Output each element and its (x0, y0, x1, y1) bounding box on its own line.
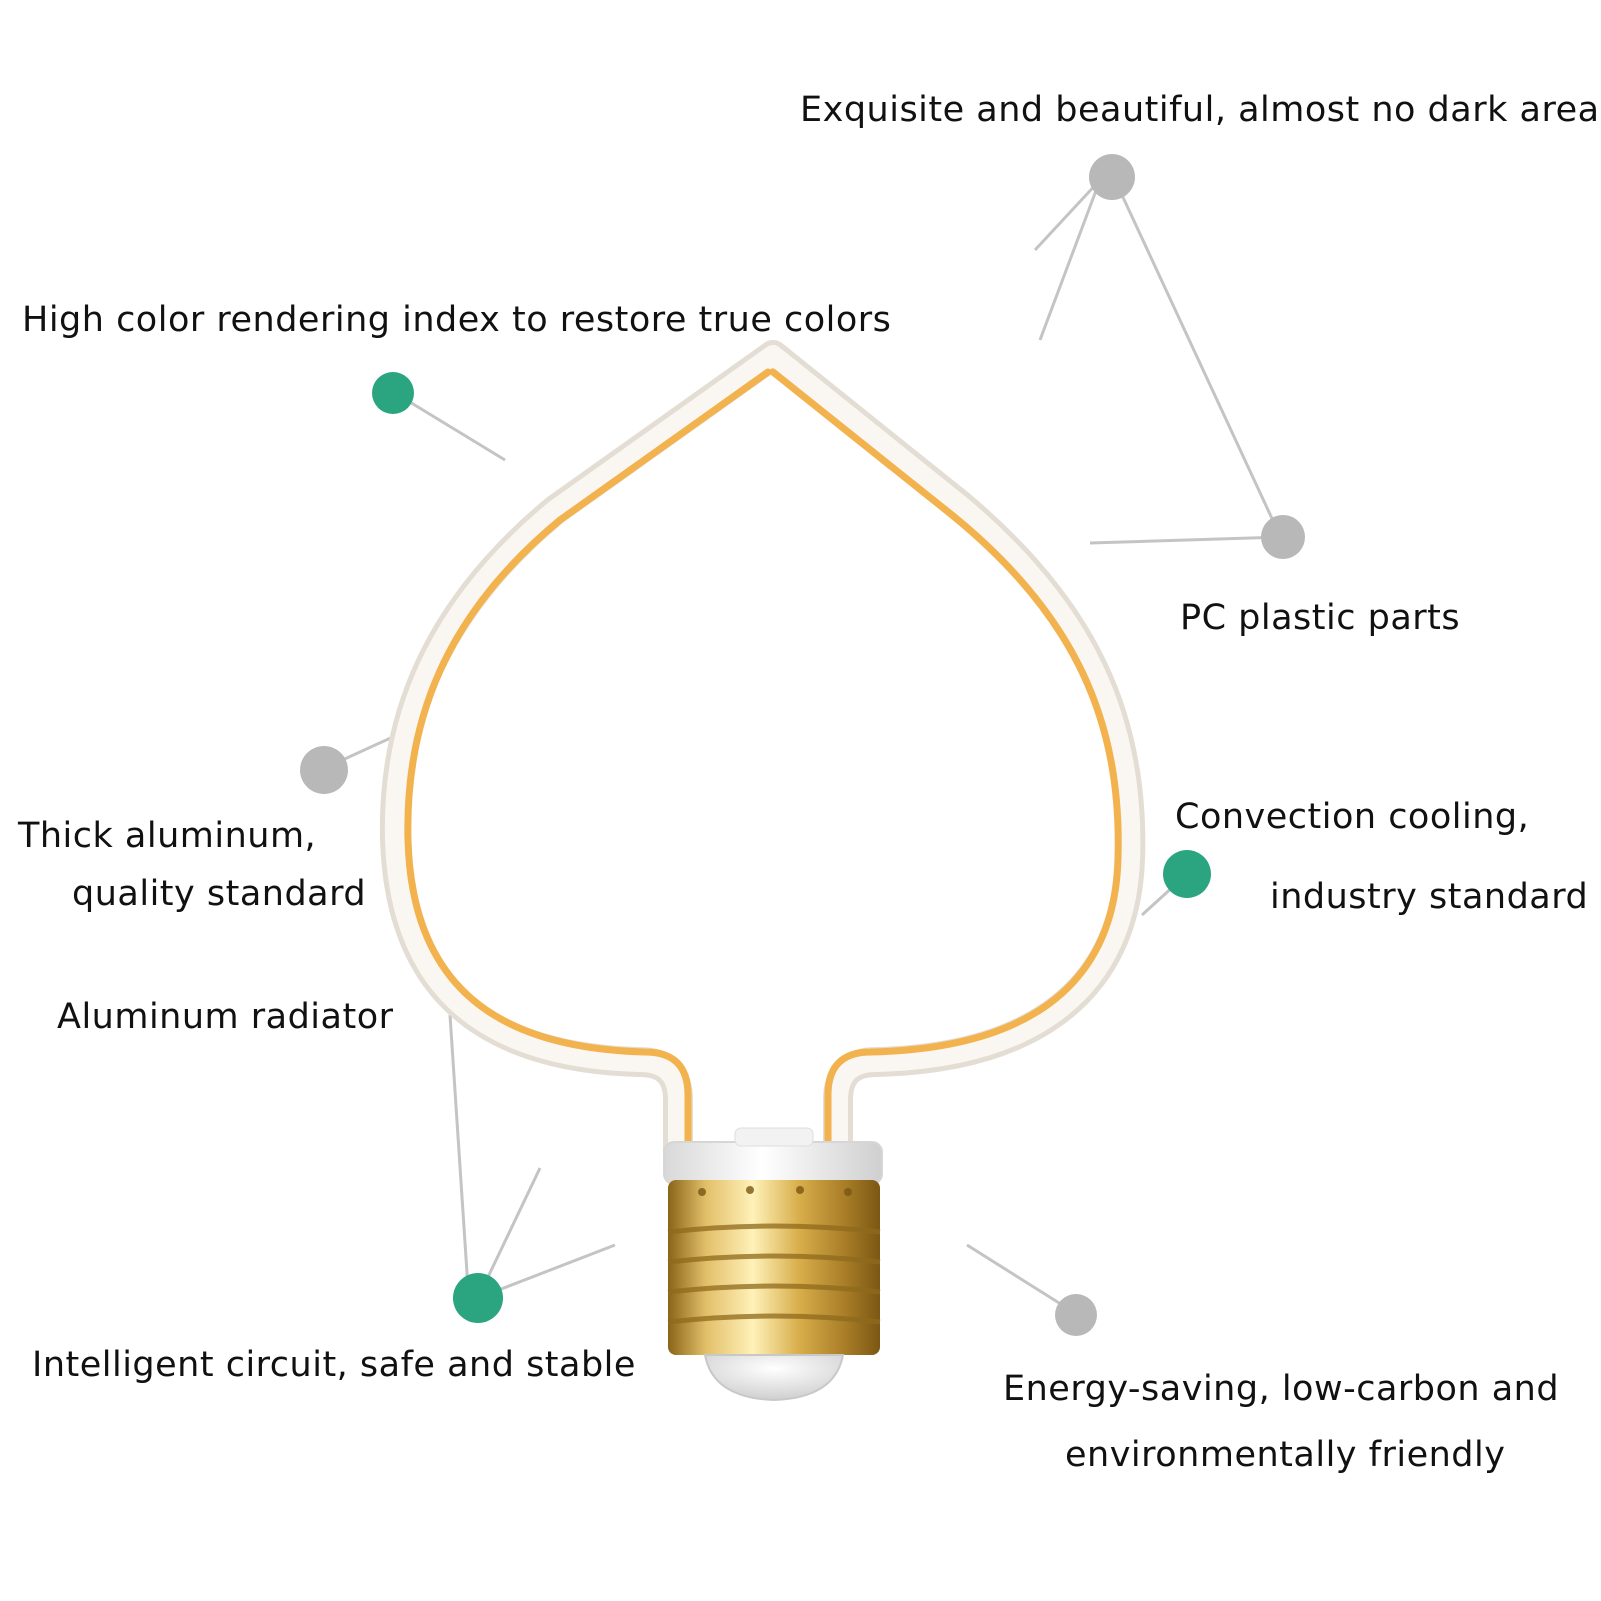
dot-energy (1055, 1294, 1097, 1336)
label-pc-plastic: PC plastic parts (1180, 598, 1461, 638)
dot-pc-plastic (1261, 515, 1305, 559)
label-thick-aluminum-line2: quality standard (72, 874, 367, 914)
leader-line-energy (966, 1243, 1076, 1315)
heart-filament-bulb-icon (379, 340, 1146, 1402)
bulb-base-threads (667, 1223, 881, 1325)
leader-line-high-color (394, 391, 506, 462)
label-energy-line2: environmentally friendly (1065, 1435, 1506, 1475)
label-high-color: High color rendering index to restore tr… (22, 300, 892, 340)
label-aluminum-radiator: Aluminum radiator (57, 997, 394, 1037)
bulb-collar (663, 1141, 883, 1185)
dot-circuit (453, 1273, 503, 1323)
dot-thick-aluminum (300, 746, 348, 794)
bulb-base-rivets (698, 1186, 852, 1196)
label-exquisite: Exquisite and beautiful, almost no dark … (800, 90, 1601, 130)
bulb-collar-top (734, 1127, 814, 1147)
leader-line-pc-plastic (1089, 535, 1284, 545)
leader-line-exquisite-c (1113, 179, 1277, 526)
callout-dots (300, 154, 1305, 1336)
bulb-glass-highlight (384, 345, 1141, 1170)
bulb-filament (404, 368, 1122, 1154)
label-intelligent-circuit: Intelligent circuit, safe and stable (32, 1345, 636, 1385)
label-convection-line2: industry standard (1270, 877, 1589, 917)
leader-line-exquisite-a (1033, 178, 1102, 252)
leader-line-radiator (448, 1014, 470, 1289)
label-thick-aluminum-line1: Thick aluminum, (18, 816, 317, 856)
dot-exquisite (1089, 154, 1135, 200)
label-energy-line1: Energy-saving, low-carbon and (1003, 1369, 1560, 1409)
dot-high-color (372, 372, 414, 414)
bulb-tip (703, 1354, 845, 1402)
leader-line-exquisite-b (1038, 179, 1102, 341)
dot-convection (1163, 850, 1211, 898)
bulb-base (668, 1180, 880, 1355)
label-convection-line1: Convection cooling, (1175, 797, 1530, 837)
